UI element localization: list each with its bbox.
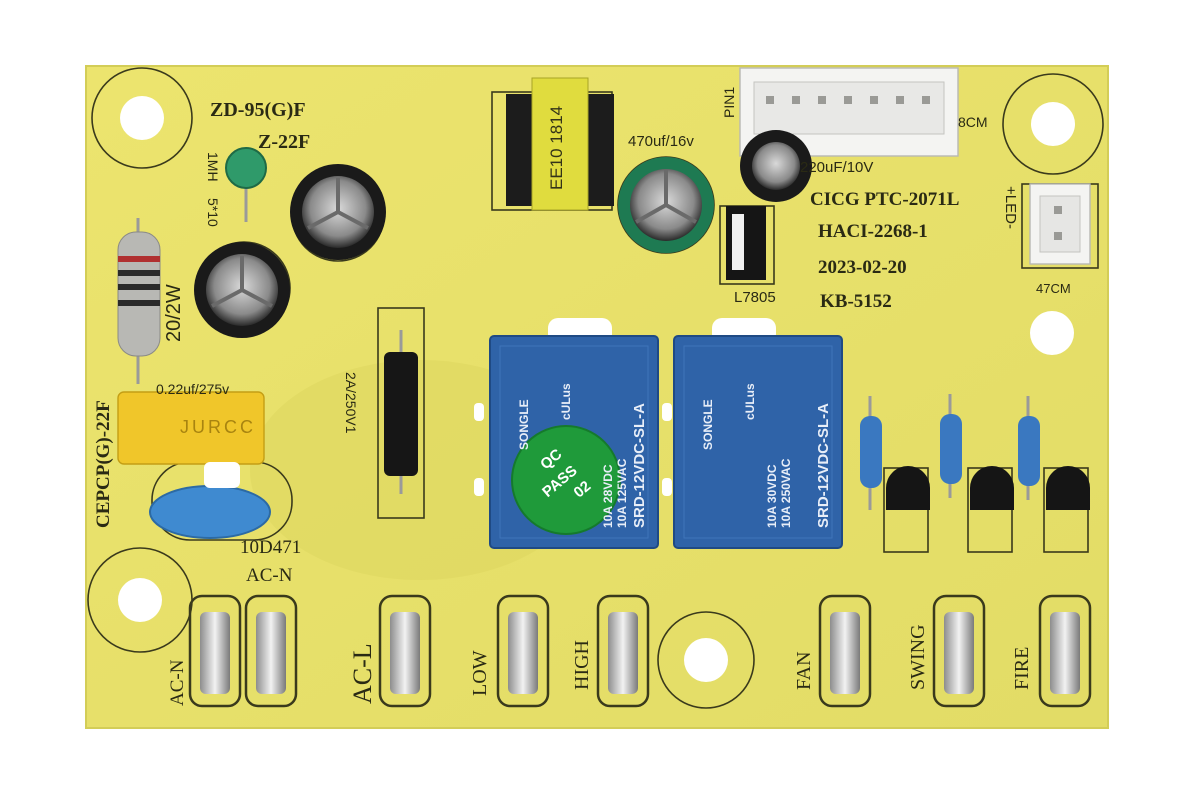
inductor [225,147,267,222]
label-kb: KB-5152 [820,291,892,312]
label-haci: HACI-2268-1 [818,221,928,242]
label-transformer: EE10 1814 [547,105,566,190]
label-8cm: 8CM [958,114,988,130]
label-inductor: 1MH [205,152,221,182]
terminal-label-low: LOW [469,650,491,696]
terminal-label-swing: SWING [907,624,929,690]
terminal-tabs [188,594,1092,708]
relay2-brand: SONGLE [701,399,715,450]
terminal-label-fire: FIRE [1011,646,1033,690]
relay2-model: SRD-12VDC-SL-A [815,402,832,528]
film-capacitor [117,391,265,465]
relay1-model: SRD-12VDC-SL-A [631,402,648,528]
power-resistor [117,218,161,384]
terminal-label-high: HIGH [571,640,593,690]
relay1-rating1: 10A 125VAC [615,458,629,528]
relay2-rating2: 10A 30VDC [765,464,779,528]
label-cepcp: CEPCP(G)-22F [93,400,114,528]
terminal-label-fan: FAN [793,651,815,690]
led-connector [1029,183,1091,265]
label-varistor: 10D471 [240,537,302,558]
label-l7805: L7805 [734,289,776,306]
label-cap-film: 0.22uf/275v [156,381,230,397]
relay-2 [673,335,843,549]
relay1-brand: SONGLE [517,399,531,450]
cap-z22f [290,164,386,260]
l7805-regulator [726,206,766,280]
label-film-brand: JURCC [180,417,256,437]
signal-resistors [860,394,1040,510]
label-date: 2023-02-20 [818,257,907,278]
cap-470uf [618,157,714,253]
label-z22f: Z-22F [258,131,311,153]
label-resistor: 20/2W [163,284,185,342]
cap-cepcp [194,242,290,338]
transformer [506,77,614,211]
label-acn-top: AC-N [246,565,293,586]
label-led: +LED- [1002,186,1019,229]
label-cap-220: 220uF/10V [800,159,874,176]
label-model-top: ZD-95(G)F [210,99,306,121]
terminal-label-acn: AC-N [167,659,188,706]
varistor [149,462,271,539]
label-inductor-size: 5*10 [205,198,221,227]
mounting-holes [87,67,1104,709]
label-cicg: CICG PTC-2071L [810,189,960,210]
qc-sticker [511,425,621,535]
relay2-ul: cULus [743,383,757,420]
relay1-ul: cULus [559,383,573,420]
relay1-rating2: 10A 28VDC [601,464,615,528]
terminal-label-acl: AC-L [348,643,377,704]
label-pin1: PIN1 [721,86,737,118]
cap-220uf [740,130,812,202]
label-fuse: 2A/250V1 [343,372,359,434]
relay2-rating1: 10A 250VAC [779,458,793,528]
label-47cm: 47CM [1036,281,1071,296]
fuse [384,330,418,494]
label-cap-470: 470uf/16v [628,133,694,150]
transistors [886,466,1090,510]
